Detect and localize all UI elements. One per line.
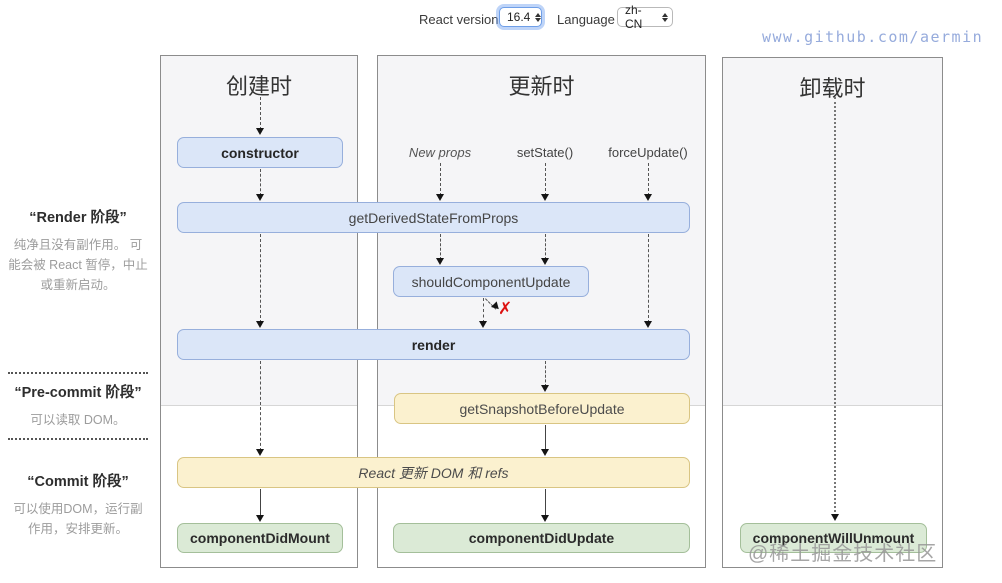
arrowhead bbox=[831, 514, 839, 521]
phase-commit: “Commit 阶段” 可以使用DOM，运行副作用，安排更新。 bbox=[8, 470, 148, 539]
react-version-label: React version bbox=[419, 12, 499, 27]
flow-line bbox=[545, 489, 546, 517]
flow-line bbox=[545, 425, 546, 451]
panel-unmounting-title: 卸载时 bbox=[799, 76, 866, 101]
box-react-updates-dom: React 更新 DOM 和 refs bbox=[177, 457, 690, 488]
flow-line bbox=[545, 163, 546, 196]
flow-line bbox=[260, 97, 261, 130]
language-select[interactable]: zh-CN bbox=[617, 3, 673, 31]
panel-updating-title: 更新时 bbox=[508, 74, 575, 99]
flow-line bbox=[260, 169, 261, 196]
arrowhead bbox=[256, 194, 264, 201]
box-component-did-update[interactable]: componentDidUpdate bbox=[393, 523, 690, 553]
panel-mounting-title: 创建时 bbox=[225, 74, 292, 99]
render-phase-shade bbox=[723, 58, 942, 406]
box-component-did-mount[interactable]: componentDidMount bbox=[177, 523, 343, 553]
phase-render-title: “Render 阶段” bbox=[29, 210, 127, 226]
arrowhead bbox=[256, 449, 264, 456]
flow-line bbox=[834, 97, 836, 516]
phase-precommit: “Pre-commit 阶段” 可以读取 DOM。 bbox=[8, 381, 148, 430]
box-get-derived-state-from-props[interactable]: getDerivedStateFromProps bbox=[177, 202, 690, 233]
phase-precommit-desc: 可以读取 DOM。 bbox=[30, 413, 126, 427]
flow-line bbox=[260, 361, 261, 451]
react-version-select[interactable]: 16.4 bbox=[499, 7, 542, 27]
panel-updating: 更新时 bbox=[377, 55, 706, 568]
flow-line bbox=[440, 163, 441, 196]
arrowhead bbox=[541, 449, 549, 456]
phase-commit-title: “Commit 阶段” bbox=[27, 474, 129, 490]
flow-line bbox=[440, 234, 441, 260]
phase-render-desc: 纯净且没有副作用。 可能会被 React 暂停，中止或重新启动。 bbox=[8, 238, 148, 292]
select-stepper-icon bbox=[535, 12, 542, 22]
flow-line bbox=[483, 298, 484, 323]
box-get-snapshot-before-update[interactable]: getSnapshotBeforeUpdate bbox=[394, 393, 690, 424]
phase-render: “Render 阶段” 纯净且没有副作用。 可能会被 React 暂停，中止或重… bbox=[8, 206, 148, 295]
skip-update-x-icon: ✗ bbox=[498, 299, 513, 318]
arrowhead bbox=[479, 321, 487, 328]
flow-line bbox=[260, 234, 261, 323]
language-label: Language bbox=[557, 12, 615, 27]
flow-line bbox=[648, 163, 649, 196]
phase-divider bbox=[8, 372, 148, 374]
arrowhead bbox=[541, 515, 549, 522]
trigger-new-props: New props bbox=[408, 145, 472, 160]
trigger-set-state: setState() bbox=[516, 145, 574, 160]
phase-commit-desc: 可以使用DOM，运行副作用，安排更新。 bbox=[13, 502, 143, 536]
flow-line bbox=[648, 234, 649, 323]
flow-line bbox=[545, 361, 546, 387]
select-stepper-icon bbox=[662, 12, 668, 22]
arrowhead bbox=[256, 321, 264, 328]
arrowhead bbox=[436, 194, 444, 201]
flow-line bbox=[545, 234, 546, 260]
phase-divider bbox=[8, 438, 148, 440]
arrowhead bbox=[644, 321, 652, 328]
arrowhead bbox=[541, 194, 549, 201]
box-should-component-update[interactable]: shouldComponentUpdate bbox=[393, 266, 589, 297]
arrowhead bbox=[256, 515, 264, 522]
watermark-juejin: @稀土掘金技术社区 bbox=[748, 543, 938, 565]
trigger-force-update: forceUpdate() bbox=[608, 145, 688, 160]
arrowhead bbox=[256, 128, 264, 135]
arrowhead bbox=[541, 385, 549, 392]
panel-unmounting: 卸载时 bbox=[722, 57, 943, 568]
flow-line bbox=[260, 489, 261, 517]
box-constructor[interactable]: constructor bbox=[177, 137, 343, 168]
language-value: zh-CN bbox=[625, 3, 643, 31]
arrowhead bbox=[541, 258, 549, 265]
watermark-github: www.github.com/aermin bbox=[762, 28, 984, 46]
arrowhead bbox=[436, 258, 444, 265]
box-render[interactable]: render bbox=[177, 329, 690, 360]
arrowhead bbox=[644, 194, 652, 201]
react-version-value: 16.4 bbox=[507, 10, 531, 24]
phase-precommit-title: “Pre-commit 阶段” bbox=[14, 385, 142, 401]
box-component-will-unmount[interactable]: componentWillUnmount bbox=[740, 523, 927, 553]
